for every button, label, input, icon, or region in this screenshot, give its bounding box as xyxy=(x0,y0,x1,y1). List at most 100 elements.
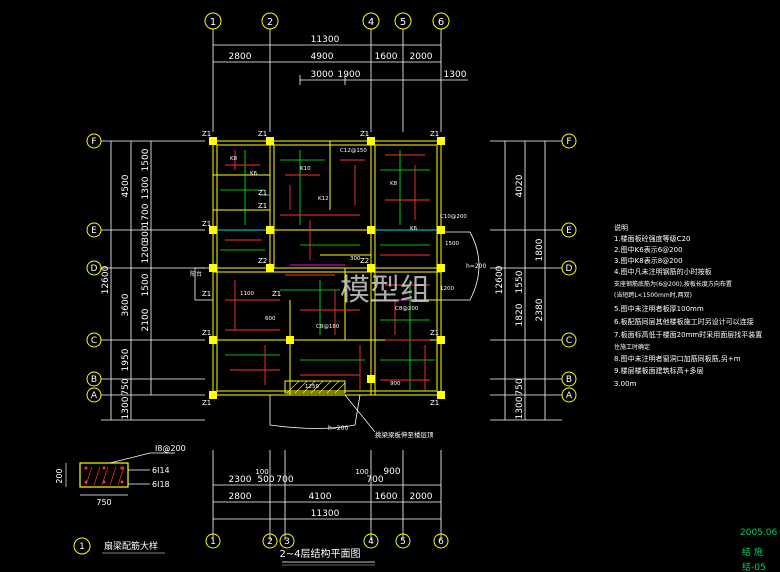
note-9: 住施工时确定 xyxy=(614,343,650,351)
dim-right-0: 4020 xyxy=(515,174,525,197)
dim-left-inner-2: 1700 xyxy=(141,203,151,226)
dim-left-inner-3: 300 xyxy=(141,225,151,242)
col-tag-9: Z2 xyxy=(360,257,369,265)
dim-left-inner-5: 1500 xyxy=(141,273,151,296)
grid-left-C: C xyxy=(91,336,97,346)
col-tag-2: Z1 xyxy=(258,130,267,138)
rebar-tag-4: K8 xyxy=(390,181,398,187)
grid-bot-6: 6 xyxy=(438,537,444,547)
col-tag-13: Z1 xyxy=(430,329,439,337)
grid-left-E: E xyxy=(91,226,97,236)
notes-block: 说明 1.楼面板砼强度等级C20 2.图中K6表示6@200 3.图中K8表示8… xyxy=(614,223,762,388)
dim-bot-r1-1: 500 xyxy=(257,475,274,485)
dim-top-r1-0: 2800 xyxy=(229,52,252,62)
rebar-tag-6: C12@150 xyxy=(340,148,367,154)
grid-right-C: C xyxy=(566,336,572,346)
rebar-tag-7: C10@200 xyxy=(440,214,467,220)
detail-top-label: I8@200 xyxy=(155,444,186,453)
floor-plan: Z1 Z1 Z1 Z1 Z1 Z1 Z1 Z2 Z2 Z1 Z1 Z1 Z1 Z… xyxy=(190,130,486,439)
dim-left-inner-1: 1300 xyxy=(141,176,151,199)
bottom-bay xyxy=(269,394,361,429)
beam-detail: I8@200 6I14 6I18 200 750 1 扇梁配筋大样 xyxy=(55,444,186,555)
grid-bot-4: 4 xyxy=(368,537,374,547)
grid-top xyxy=(204,12,450,30)
rebar-tag-14: 600 xyxy=(265,316,276,322)
dim-left-outer-1: 3600 xyxy=(121,293,131,316)
note-5: (当短跨L<1500mm时,两双) xyxy=(614,291,692,299)
grid-top-4: 4 xyxy=(368,17,374,28)
col-tag-4: Z1 xyxy=(430,130,439,138)
bottom-dimension-lines xyxy=(212,450,442,540)
note-8: 7.板面标高低于楼面20mm时采用面层找平装置 xyxy=(614,330,762,339)
rebar-tag-2: K10 xyxy=(300,166,311,172)
dim-bot-r1-4: 900 xyxy=(383,467,400,477)
dim-bot-r2-2: 1600 xyxy=(375,492,398,502)
top-dimension-lines xyxy=(212,29,468,132)
grid-right-B: B xyxy=(566,375,572,385)
note-7: 6.板配筋同层其他楼板施工时另设计可以连接 xyxy=(614,317,754,326)
col-tag-14: Z1 xyxy=(202,399,211,407)
dim-left-total: 12600 xyxy=(101,265,111,294)
dim-top-r2-0: 3000 xyxy=(311,70,334,80)
col-tag-11: Z1 xyxy=(272,290,281,298)
grid-left-A: A xyxy=(91,391,98,401)
dim-bot-small-1: 100 xyxy=(355,468,368,476)
right-dimension-lines xyxy=(490,140,562,421)
dim-left-inner-4: 1200 xyxy=(141,240,151,263)
note-0: 1.楼面板砼强度等级C20 xyxy=(614,234,690,243)
col-tag-3: Z1 xyxy=(360,130,369,138)
grid-top-5: 5 xyxy=(400,17,406,28)
left-bay-label: 阳台 xyxy=(190,270,202,278)
callout-label: 挑梁梁板伸至楼层顶 xyxy=(375,430,434,439)
dim-top-total: 11300 xyxy=(311,35,340,45)
dim-top-r1-2: 1600 xyxy=(375,52,398,62)
note-2: 3.图中K8表示8@200 xyxy=(614,256,683,265)
dim-right-total: 12600 xyxy=(495,265,505,294)
grid-bot-5: 5 xyxy=(400,537,406,547)
bottom-bay-label: h=200 xyxy=(328,425,348,432)
title-date: 2005.06 xyxy=(740,528,777,538)
detail-right-0: 6I14 xyxy=(152,466,170,475)
col-tag-5: Z1 xyxy=(258,189,267,197)
detail-number: 1 xyxy=(79,542,85,552)
grid-right-D: D xyxy=(566,264,573,274)
col-tag-6: Z1 xyxy=(258,202,267,210)
right-bay xyxy=(441,231,480,301)
rebar-tag-15: 900 xyxy=(390,381,401,387)
rebar-tag-1: K6 xyxy=(250,171,258,177)
dim-bot-r1-2: 700 xyxy=(276,475,293,485)
note-6: 5.图中未注明者板厚100mm xyxy=(614,304,704,313)
col-tag-12: Z1 xyxy=(202,329,211,337)
grid-bot-3: 3 xyxy=(284,537,290,547)
dim-bot-r2-1: 4100 xyxy=(309,492,332,502)
dim-top-r1-1: 4900 xyxy=(311,52,334,62)
dim-right-1: 1800 xyxy=(535,238,545,261)
dim-left-outer-3: 750 xyxy=(121,378,131,395)
detail-left-dim: 200 xyxy=(55,468,64,483)
notes-title: 说明 xyxy=(614,223,628,232)
grid-top-1: 1 xyxy=(210,17,216,28)
col-tag-1: Z1 xyxy=(202,130,211,138)
dim-top-right: 1300 xyxy=(444,70,467,80)
title-block: 2005.06 结 施 结-05 xyxy=(740,528,777,572)
grid-right-F: F xyxy=(566,137,571,147)
rebar-tag-8: C8@180 xyxy=(316,324,340,330)
rebar-tag-3: K12 xyxy=(318,196,329,202)
dim-right-4: 1550 xyxy=(515,270,525,293)
note-10: 8.图中未注明者窗洞口加筋同板筋,另+m xyxy=(614,354,741,363)
note-3: 4.图中凡未注明钢筋的小时按板 xyxy=(614,267,712,276)
dim-right-5: 750 xyxy=(515,378,525,395)
dim-bot-r2-0: 2800 xyxy=(229,492,252,502)
note-11: 9.楼层楼板面建筑标高+多层 xyxy=(614,366,704,375)
dim-bot-r1-0: 2300 xyxy=(229,475,252,485)
left-dimension-lines xyxy=(101,140,205,421)
dim-bot-total: 11300 xyxy=(311,509,340,519)
grid-right-E: E xyxy=(566,226,572,236)
dim-top-r1-3: 2000 xyxy=(410,52,433,62)
grid-bot-1: 1 xyxy=(210,537,216,547)
grid-left-B: B xyxy=(91,375,97,385)
grid-top-2: 2 xyxy=(267,17,273,28)
note-12: 3.00m xyxy=(614,380,637,388)
plan-title: 2~4层结构平面图 xyxy=(279,547,360,560)
